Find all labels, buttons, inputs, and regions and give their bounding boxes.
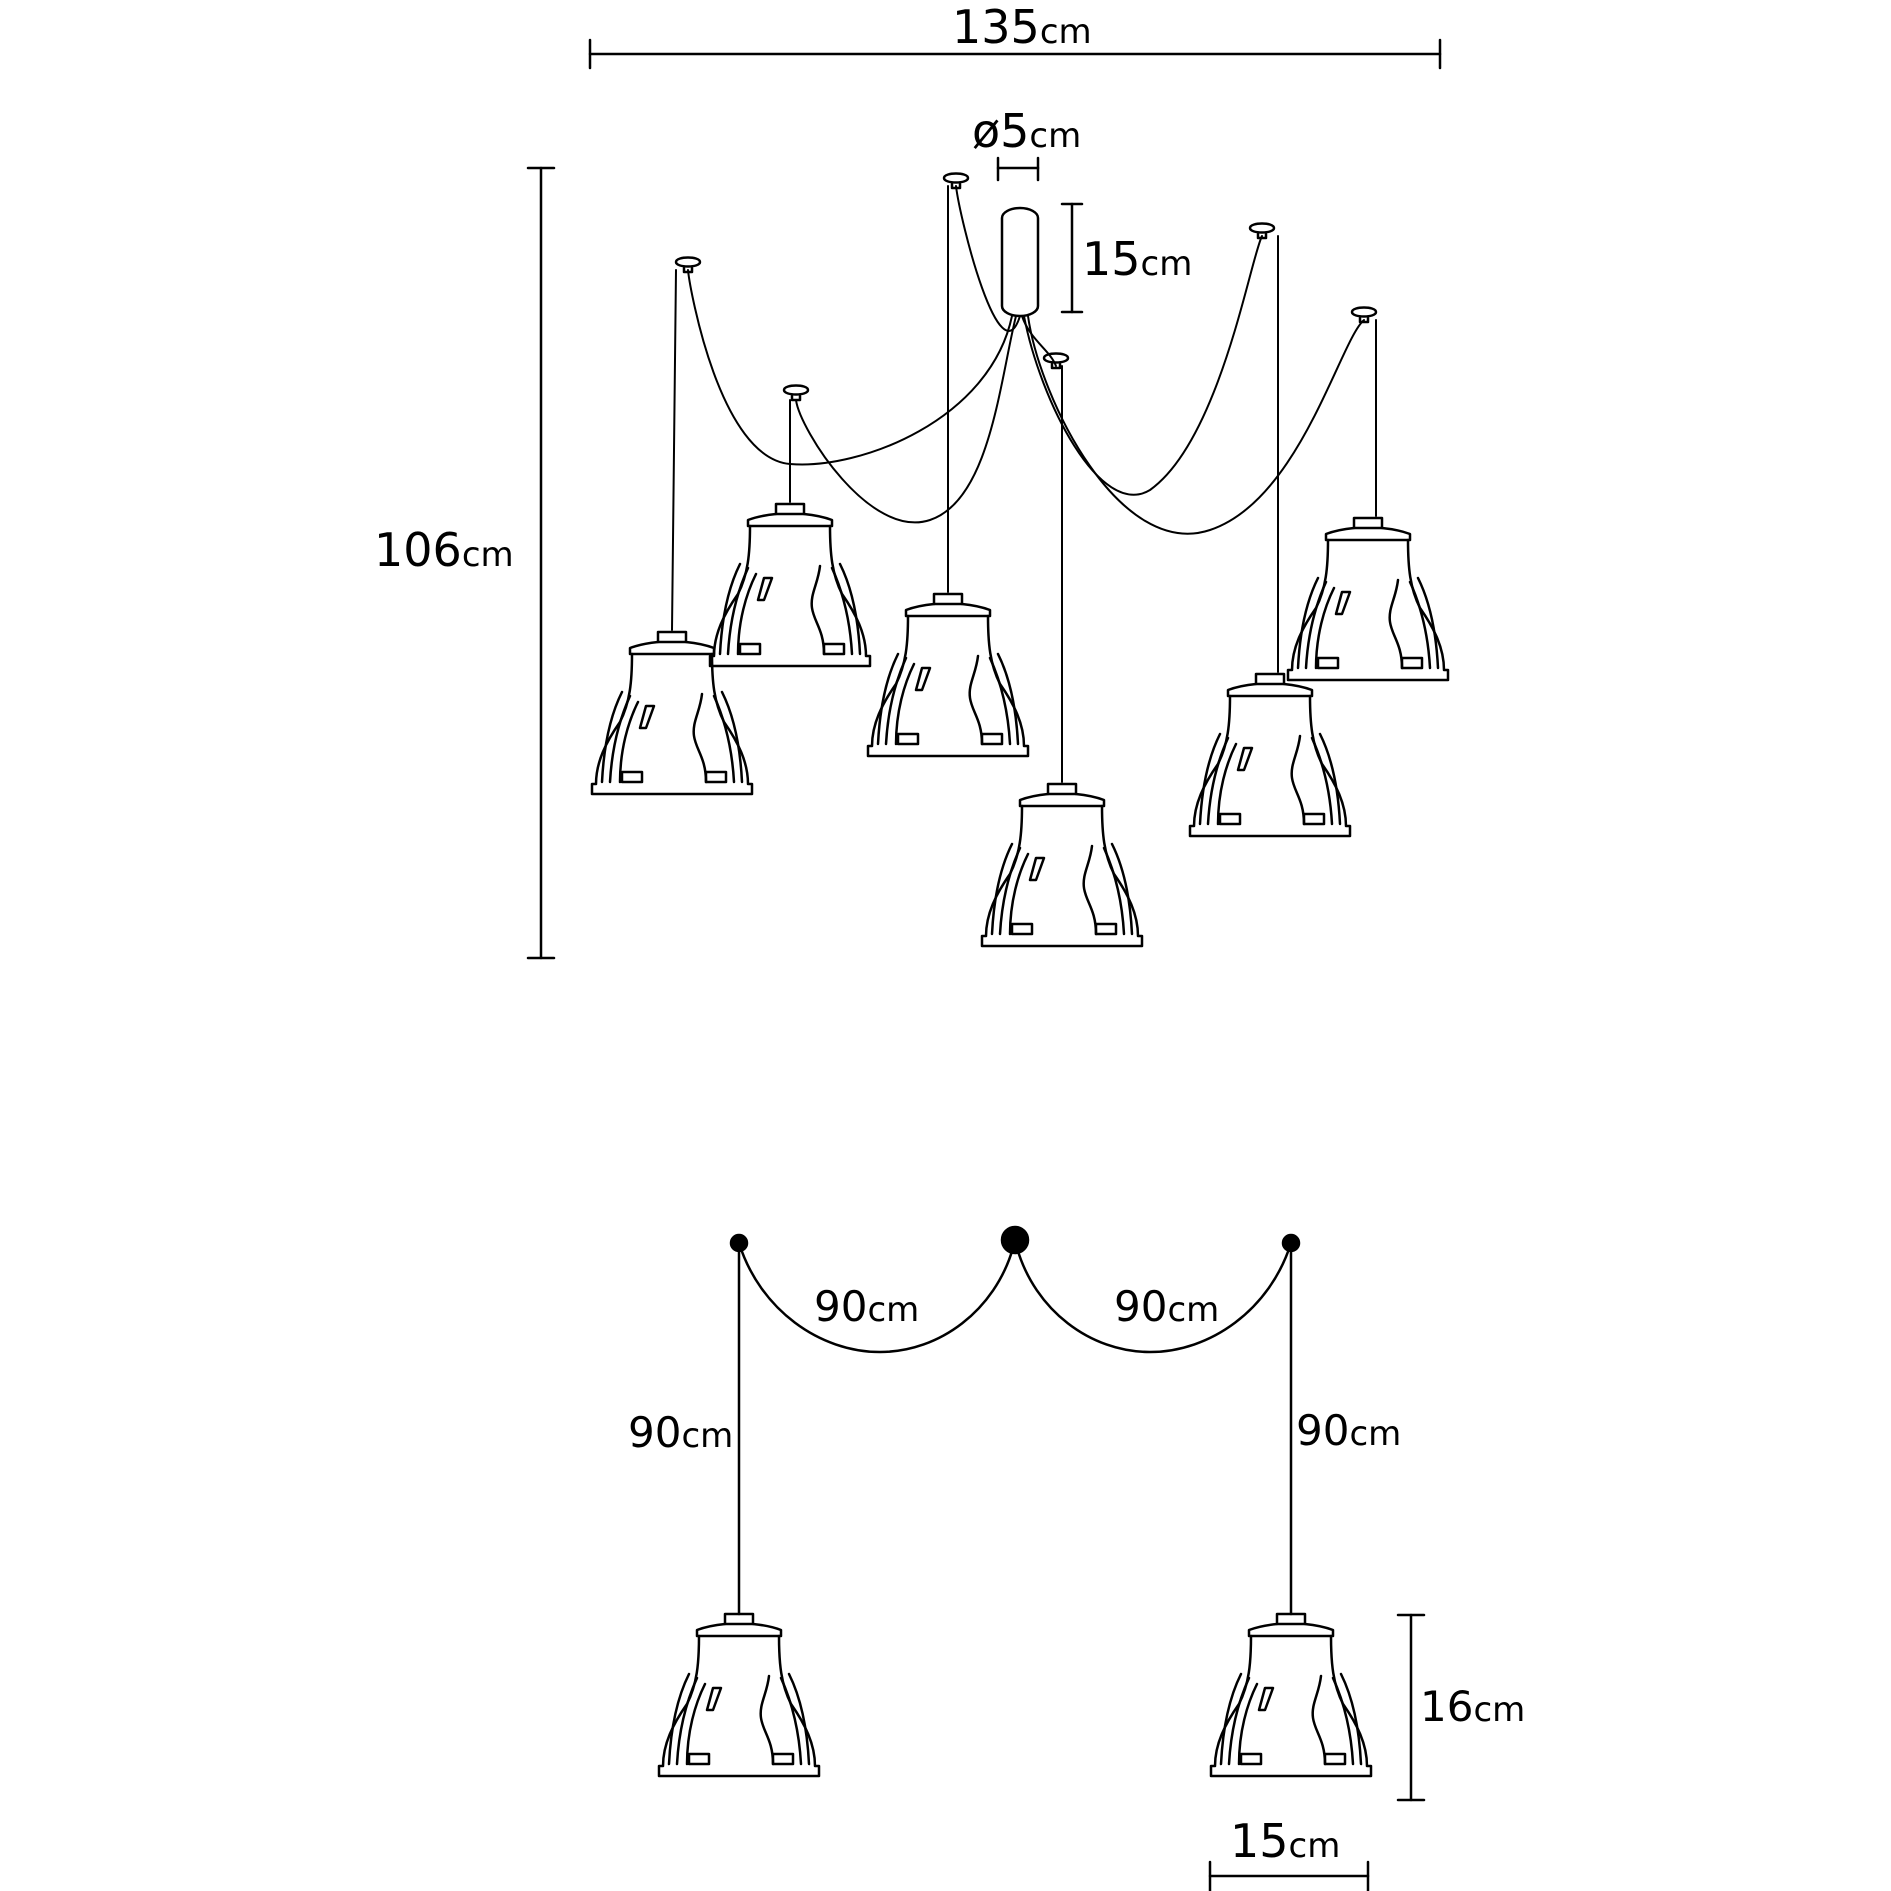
canopy-height-unit: cm bbox=[1140, 244, 1193, 284]
central-canopy bbox=[1000, 206, 1040, 318]
total-width-value: 135 bbox=[952, 0, 1040, 54]
total-height-value: 106 bbox=[374, 523, 462, 577]
center-canopy-point bbox=[1000, 1225, 1030, 1255]
canopy-diameter-value: ø5 bbox=[972, 104, 1030, 158]
shade-6 bbox=[1286, 516, 1450, 682]
shade-width-value: 15 bbox=[1230, 1814, 1289, 1868]
cable-right-arc-unit: cm bbox=[1167, 1290, 1220, 1330]
canopy-diameter-label: ø5cm bbox=[972, 108, 1081, 154]
cable-left-drop-value: 90 bbox=[628, 1408, 682, 1457]
total-height-label: 106cm bbox=[374, 527, 514, 573]
canopy-height-label: 15cm bbox=[1082, 236, 1192, 282]
cables bbox=[671, 185, 1377, 783]
left-cable-arc bbox=[737, 1241, 1015, 1354]
cable-right-arc-label: 90cm bbox=[1114, 1286, 1219, 1328]
shade-5 bbox=[1188, 672, 1352, 838]
cable-left-arc-label: 90cm bbox=[814, 1286, 919, 1328]
cable-right-drop-unit: cm bbox=[1349, 1414, 1402, 1454]
ceiling-rose-5 bbox=[782, 384, 810, 402]
shade-height-dimension-line bbox=[1396, 1613, 1426, 1802]
height-dimension-line bbox=[526, 166, 556, 960]
shade-height-unit: cm bbox=[1473, 1690, 1526, 1730]
shade-2 bbox=[708, 502, 872, 668]
bottom-shade-left bbox=[657, 1612, 821, 1778]
canopy-diameter-unit: cm bbox=[1029, 116, 1082, 156]
total-width-unit: cm bbox=[1039, 12, 1092, 52]
bottom-shade-right bbox=[1209, 1612, 1373, 1778]
shade-height-value: 16 bbox=[1420, 1682, 1474, 1731]
cable-right-arc-value: 90 bbox=[1114, 1282, 1168, 1331]
shade-width-unit: cm bbox=[1288, 1826, 1341, 1866]
canopy-height-dimension-line bbox=[1060, 202, 1084, 314]
shade-width-label: 15cm bbox=[1230, 1818, 1340, 1864]
cable-left-arc-unit: cm bbox=[867, 1290, 920, 1330]
canopy-diameter-dimension-line bbox=[996, 156, 1040, 182]
total-height-unit: cm bbox=[461, 535, 514, 575]
shade-width-dimension-line bbox=[1208, 1860, 1370, 1891]
cable-left-drop-label: 90cm bbox=[628, 1412, 733, 1454]
total-width-label: 135cm bbox=[952, 4, 1092, 50]
cable-left-drop-unit: cm bbox=[681, 1416, 734, 1456]
cable-left-arc-value: 90 bbox=[814, 1282, 868, 1331]
shade-height-label: 16cm bbox=[1420, 1686, 1525, 1728]
cable-right-drop-label: 90cm bbox=[1296, 1410, 1401, 1452]
right-cable-arc bbox=[1015, 1241, 1293, 1354]
cable-right-drop-value: 90 bbox=[1296, 1406, 1350, 1455]
shade-3 bbox=[866, 592, 1030, 758]
shade-4 bbox=[980, 782, 1144, 948]
canopy-height-value: 15 bbox=[1082, 232, 1141, 286]
width-dimension-line bbox=[588, 38, 1442, 70]
shade-1 bbox=[590, 630, 754, 796]
